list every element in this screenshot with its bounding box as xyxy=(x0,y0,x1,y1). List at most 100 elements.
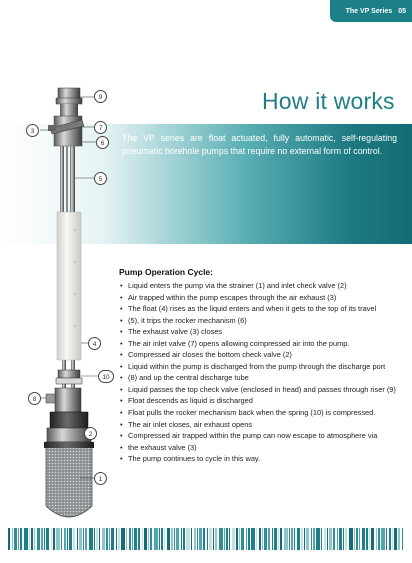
barcode-stripe xyxy=(174,528,175,550)
barcode-stripe xyxy=(64,528,66,550)
barcode-stripe xyxy=(12,528,13,550)
cycle-item: The exhaust valve (3) closes xyxy=(119,326,409,338)
barcode-stripe xyxy=(203,528,205,550)
barcode-stripe xyxy=(289,528,290,550)
barcode-stripe xyxy=(109,528,110,550)
barcode-stripe xyxy=(132,528,133,550)
barcode-stripe xyxy=(219,528,223,550)
barcode-stripe xyxy=(280,528,282,550)
barcode-stripe xyxy=(402,528,403,550)
barcode-stripe xyxy=(345,528,347,550)
barcode-stripe xyxy=(333,528,335,550)
barcode-stripe xyxy=(369,528,370,550)
barcode-stripe xyxy=(111,528,114,550)
barcode-stripe xyxy=(73,528,75,550)
barcode-stripe xyxy=(186,528,190,550)
barcode-stripe xyxy=(313,528,315,550)
barcode-stripe xyxy=(37,528,40,550)
barcode-stripe xyxy=(85,528,87,550)
cycle-item: Liquid passes the top check valve (enclo… xyxy=(119,384,409,396)
barcode-stripe xyxy=(99,528,100,550)
barcode-stripe xyxy=(256,528,257,550)
barcode-stripe xyxy=(181,528,182,550)
barcode-stripe xyxy=(183,528,185,550)
page-title: How it works xyxy=(262,88,395,114)
barcode-stripe xyxy=(44,528,45,550)
callout-1: 1 xyxy=(94,472,107,485)
page-number: 05 xyxy=(398,7,406,15)
barcode-stripe xyxy=(381,528,385,550)
barcode-stripe xyxy=(304,528,305,550)
barcode-stripe xyxy=(327,528,328,550)
barcode-stripe xyxy=(167,528,170,550)
barcode-stripe xyxy=(194,528,196,550)
operation-cycle: Pump Operation Cycle: Liquid enters the … xyxy=(119,267,409,465)
cycle-item: Float descends as liquid is discharged xyxy=(119,395,409,407)
operation-cycle-list: Liquid enters the pump via the strainer … xyxy=(119,280,409,465)
barcode-stripe xyxy=(8,528,10,550)
barcode-stripe xyxy=(191,528,192,550)
barcode-stripe xyxy=(297,528,300,550)
barcode-stripe xyxy=(154,528,158,550)
barcode-stripe xyxy=(209,528,212,550)
barcode-stripe xyxy=(389,528,391,550)
barcode-stripe xyxy=(278,528,279,550)
cycle-item: the exhaust valve (3) xyxy=(119,442,409,454)
callout-5: 5 xyxy=(94,172,107,185)
barcode-stripe xyxy=(239,528,240,550)
callout-10: 10 xyxy=(98,370,114,383)
series-label: The VP Series xyxy=(345,7,393,15)
barcode-stripe xyxy=(102,528,105,550)
barcode-stripe xyxy=(378,528,380,550)
barcode-stripe xyxy=(246,528,247,550)
barcode-stripe xyxy=(356,528,358,550)
barcode-stripe xyxy=(324,528,326,550)
barcode-stripe xyxy=(83,528,84,550)
barcode-stripe xyxy=(207,528,208,550)
cycle-item: Float pulls the rocker mechanism back wh… xyxy=(119,407,409,419)
barcode-stripe xyxy=(362,528,365,550)
barcode-stripe xyxy=(69,528,72,550)
barcode-stripe xyxy=(51,528,52,550)
cycle-item: The pump continues to cycle in this way. xyxy=(119,453,409,465)
barcode-stripe xyxy=(161,528,163,550)
barcode-stripe xyxy=(274,528,277,550)
barcode-stripe xyxy=(251,528,255,550)
cycle-item: The float (4) rises as the liquid enters… xyxy=(119,303,409,315)
callout-7: 7 xyxy=(94,121,107,134)
barcode-stripe xyxy=(226,528,228,550)
barcode-stripe xyxy=(171,528,173,550)
barcode-stripe xyxy=(134,528,137,550)
barcode-stripe xyxy=(291,528,293,550)
barcode-stripe xyxy=(294,528,295,550)
barcode-stripe xyxy=(349,528,353,550)
cycle-item: Air trapped within the pump escapes thro… xyxy=(119,292,409,304)
barcode-stripe xyxy=(398,528,400,550)
barcode-stripe xyxy=(343,528,344,550)
barcode-stripe xyxy=(337,528,338,550)
barcode-stripe xyxy=(359,528,360,550)
barcode-stripe xyxy=(264,528,267,550)
cycle-item: Liquid within the pump is discharged fro… xyxy=(119,361,409,373)
barcode-stripe xyxy=(213,528,214,550)
cycle-item: (8) and up the central discharge tube xyxy=(119,372,409,384)
barcode-stripe xyxy=(311,528,312,550)
barcode-stripe xyxy=(121,528,125,550)
barcode-stripe xyxy=(268,528,270,550)
barcode-stripe xyxy=(14,528,17,550)
barcode-stripe xyxy=(248,528,250,550)
callout-8: 8 xyxy=(28,392,41,405)
barcode-stripe xyxy=(229,528,230,550)
barcode-stripe xyxy=(116,528,117,550)
barcode-stripe xyxy=(18,528,19,550)
callout-9: 9 xyxy=(94,90,107,103)
barcode-stripe xyxy=(106,528,108,550)
cycle-item: (5), it trips the rocker mechanism (6) xyxy=(119,315,409,327)
callout-3: 3 xyxy=(26,124,39,137)
barcode-stripe xyxy=(41,528,43,550)
footer-barcode-decoration xyxy=(8,528,403,550)
barcode-stripe xyxy=(144,528,147,550)
barcode-stripe xyxy=(34,528,35,550)
barcode-stripe xyxy=(197,528,198,550)
